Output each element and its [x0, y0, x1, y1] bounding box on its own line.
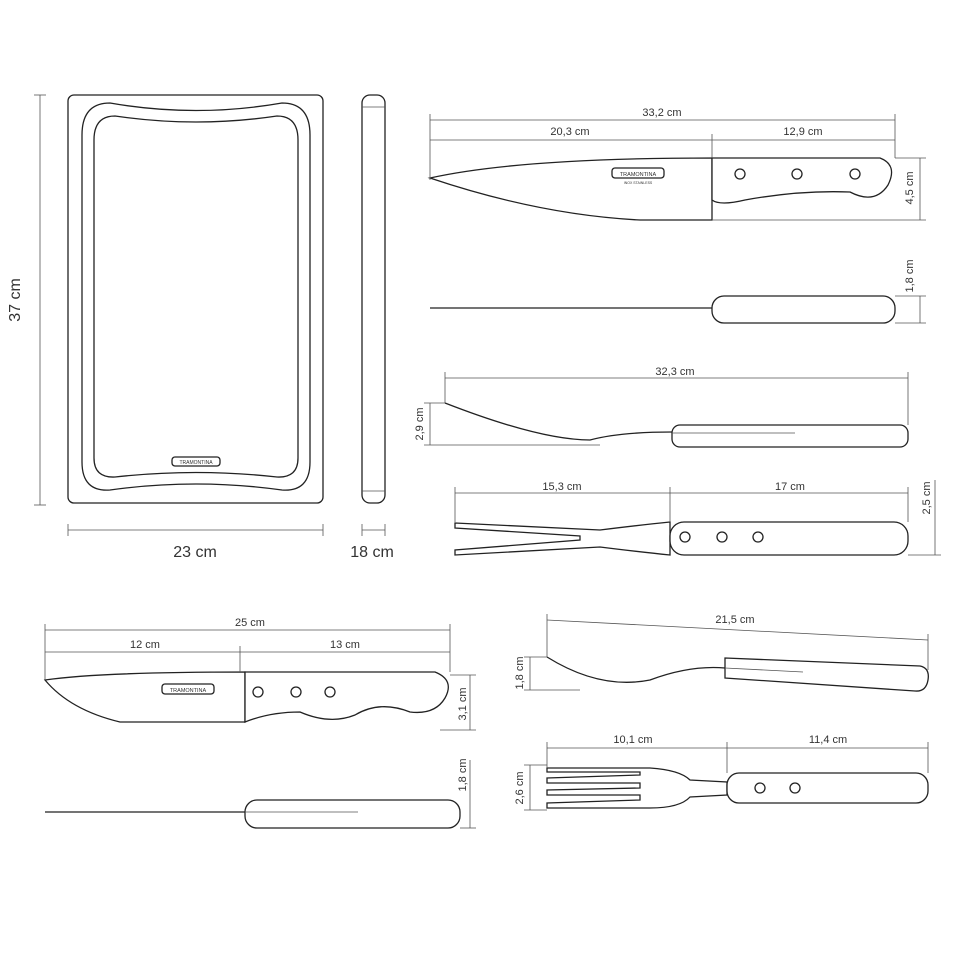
table-fork-total-label: 21,5 cm	[715, 614, 754, 626]
carving-fork-side	[444, 402, 909, 448]
chef-knife-height-label: 4,5 cm	[904, 171, 916, 204]
steak-knife-total-label: 25 cm	[235, 617, 265, 629]
steak-knife-thickness-label: 1,8 cm	[457, 758, 469, 791]
steak-knife-top	[45, 799, 461, 829]
table-fork-width-label: 2,6 cm	[514, 771, 526, 804]
table-fork-height-label: 1,8 cm	[514, 656, 526, 689]
board-height-label: 37 cm	[7, 278, 24, 322]
chef-knife-side: TRAMONTINA INOX STAINLESS	[427, 157, 893, 221]
chef-knife-top	[430, 295, 896, 324]
chef-knife-handle-label: 12,9 cm	[783, 126, 822, 138]
chef-knife-total-label: 33,2 cm	[642, 107, 681, 119]
chef-knife-logo: TRAMONTINA	[620, 172, 657, 178]
table-fork-top	[546, 767, 929, 809]
table-fork-tines-label: 10,1 cm	[613, 734, 652, 746]
board-logo	[171, 456, 221, 467]
carving-fork-height-label: 2,9 cm	[414, 407, 426, 440]
carving-fork-total-label: 32,3 cm	[655, 366, 694, 378]
carving-fork-handle-label: 17 cm	[775, 481, 805, 493]
carving-fork-width-label: 2,5 cm	[921, 481, 933, 514]
board-thickness-label: 18 cm	[350, 544, 394, 561]
chef-knife-blade-label: 20,3 cm	[550, 126, 589, 138]
steak-knife-logo: TRAMONTINA	[170, 688, 207, 694]
board-width-label: 23 cm	[173, 544, 217, 561]
table-fork-handle-label: 11,4 cm	[809, 734, 847, 746]
table-fork-side	[546, 656, 929, 692]
steak-knife-handle-label: 13 cm	[330, 639, 360, 651]
steak-knife-side: TRAMONTINA	[43, 671, 449, 723]
steak-knife-height-label: 3,1 cm	[457, 687, 469, 720]
chef-knife-logo-sub: INOX STAINLESS	[624, 181, 653, 185]
cutting-board-side	[361, 94, 386, 504]
carving-fork-top	[454, 521, 909, 556]
board-logo-text: TRAMONTINA	[179, 460, 213, 466]
cutting-board-front: TRAMONTINA	[67, 94, 324, 504]
carving-fork-tines-label: 15,3 cm	[542, 481, 581, 493]
steak-knife-blade-label: 12 cm	[130, 639, 160, 651]
chef-knife-thickness-label: 1,8 cm	[904, 259, 916, 292]
